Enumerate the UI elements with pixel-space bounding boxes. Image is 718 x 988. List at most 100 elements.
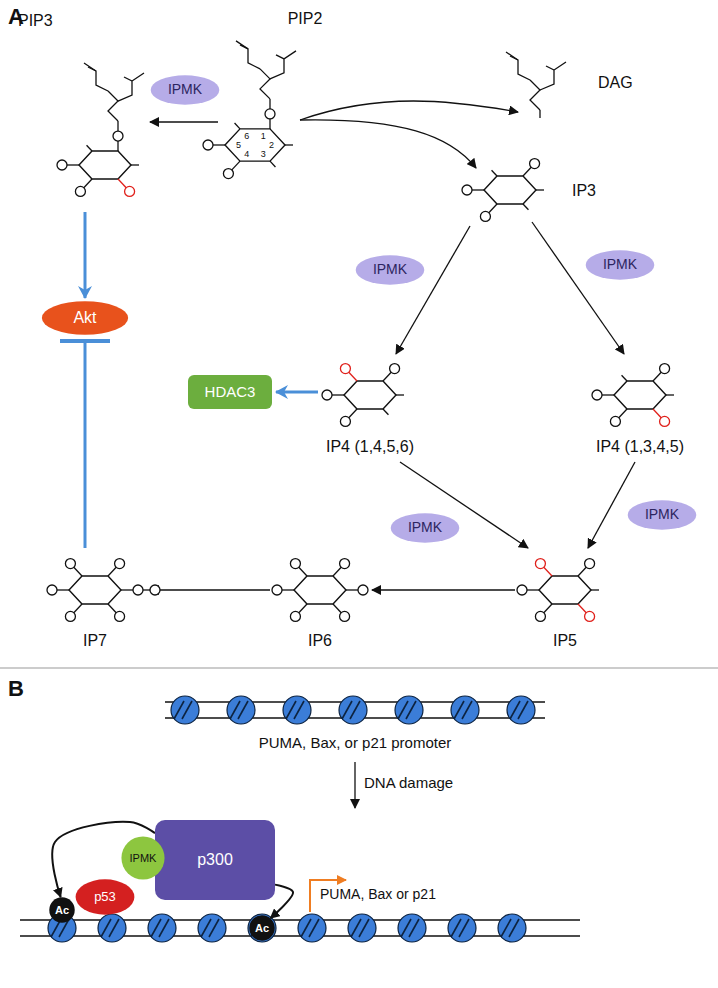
phosphate-group xyxy=(585,611,595,621)
phosphate-group xyxy=(115,559,125,569)
pyrophosphate-bond xyxy=(143,589,150,590)
inhibition-line xyxy=(84,341,87,548)
carbonyl-bond xyxy=(276,55,284,59)
dna-wrap xyxy=(509,919,519,937)
process-arrow xyxy=(354,762,355,808)
nucleosome-core xyxy=(451,696,479,724)
phosphate-group xyxy=(65,559,75,569)
enzyme-ellipse: IPMK xyxy=(390,513,460,543)
acetyl-mark: Ac xyxy=(49,897,75,923)
phosphate-group xyxy=(223,169,233,179)
phosphate-bond xyxy=(602,394,614,395)
enzyme-ellipse-fill xyxy=(151,75,220,104)
hydroxyl-bond xyxy=(622,375,627,381)
hydroxyl-bond xyxy=(539,110,540,118)
node-label: p53 xyxy=(94,890,116,904)
acyl-chain xyxy=(118,73,144,101)
protein-shape-fill xyxy=(76,879,135,914)
dna-wrap xyxy=(462,701,472,719)
ring-position-number: 5 xyxy=(236,140,241,150)
dna-wrap xyxy=(101,919,111,937)
dna-wrap xyxy=(409,919,419,937)
nucleosome-core xyxy=(48,914,76,942)
inositol-ring xyxy=(294,576,346,604)
node-label: IPMK xyxy=(130,852,157,864)
phosphate-bond xyxy=(299,604,307,613)
hydroxyl-bond xyxy=(591,589,599,590)
kinase-ellipse-fill xyxy=(42,301,128,334)
phosphate-bond xyxy=(523,167,531,176)
protein-shape: p53 xyxy=(75,879,135,915)
phosphate-group xyxy=(65,611,75,621)
phosphate-group xyxy=(517,585,527,595)
carbonyl-bond xyxy=(510,56,518,60)
phosphate-group xyxy=(660,416,670,426)
acetyl-mark-outline xyxy=(49,897,75,923)
nucleosome-core xyxy=(198,914,226,942)
phosphate-group xyxy=(133,585,143,595)
activation-arrow xyxy=(84,212,87,298)
dna-wrap xyxy=(451,919,461,937)
molecule-structures xyxy=(47,41,674,622)
node-label: IPMK xyxy=(408,520,442,535)
phosphate-group xyxy=(290,611,300,621)
phosphate-group xyxy=(272,585,282,595)
panel-letter: B xyxy=(8,676,24,701)
phosphate-group xyxy=(150,585,160,595)
acetyl-mark: Ac xyxy=(249,915,275,941)
dna-wrap xyxy=(401,919,411,937)
phosphate-bond xyxy=(232,161,240,170)
ring-position-number: 2 xyxy=(269,140,274,150)
panel-divider xyxy=(0,668,718,669)
coactivator-box: p300 xyxy=(155,820,275,900)
dna-wrap xyxy=(151,919,161,937)
carbonyl-bond xyxy=(124,77,132,81)
phosphate-group xyxy=(462,185,472,195)
hydroxyl-bond xyxy=(396,394,404,395)
nucleosome xyxy=(48,914,76,942)
acyl-chain xyxy=(540,62,566,90)
acyl-chain xyxy=(270,51,296,79)
node-label: HDAC3 xyxy=(205,384,256,401)
dna-wrap xyxy=(309,919,319,937)
acetyl-mark-fill xyxy=(49,897,74,922)
phosphate-group xyxy=(75,186,85,196)
nucleosome xyxy=(98,914,126,942)
dna-wrap xyxy=(518,701,528,719)
phosphate-bond xyxy=(349,409,357,418)
phosphate-group xyxy=(340,416,350,426)
phosphate-bond xyxy=(74,604,82,613)
activation-arrow xyxy=(276,391,318,394)
enzyme-ellipse-outline xyxy=(585,250,655,280)
enzyme-circle: IPMK xyxy=(121,836,165,880)
hydroxyl-bond xyxy=(131,164,139,165)
nucleosome-core xyxy=(171,696,199,724)
nucleosome xyxy=(283,696,311,724)
phosphate-bond xyxy=(544,567,552,576)
phosphate-group xyxy=(290,559,300,569)
acyl-chain xyxy=(84,63,108,91)
hydroxyl-bond xyxy=(523,204,528,210)
enzyme-ellipse-outline xyxy=(390,513,460,543)
molecule-name: IP3 xyxy=(572,182,596,200)
molecule-name: IP5 xyxy=(553,632,577,650)
promoter-label: PUMA, Bax, or p21 promoter xyxy=(259,734,452,751)
phosphate-bond xyxy=(472,189,484,190)
phosphate-bond xyxy=(67,164,79,165)
phosphate-group xyxy=(535,611,545,621)
enzyme-ellipse: IPMK xyxy=(150,75,220,105)
nucleosome-core xyxy=(395,696,423,724)
molecule-name: PIP3 xyxy=(18,12,53,30)
phosphate-group xyxy=(610,416,620,426)
hydroxyl-bond xyxy=(285,144,293,145)
molecule-name: PIP2 xyxy=(288,10,323,28)
nucleosome-core xyxy=(498,914,526,942)
dna-wrap xyxy=(294,701,304,719)
phosphate-bond xyxy=(213,144,225,145)
phosphate-group xyxy=(535,559,545,569)
hydroxyl-bond xyxy=(492,170,497,176)
phosphate-group xyxy=(125,186,135,196)
phosphate-group xyxy=(592,390,602,400)
